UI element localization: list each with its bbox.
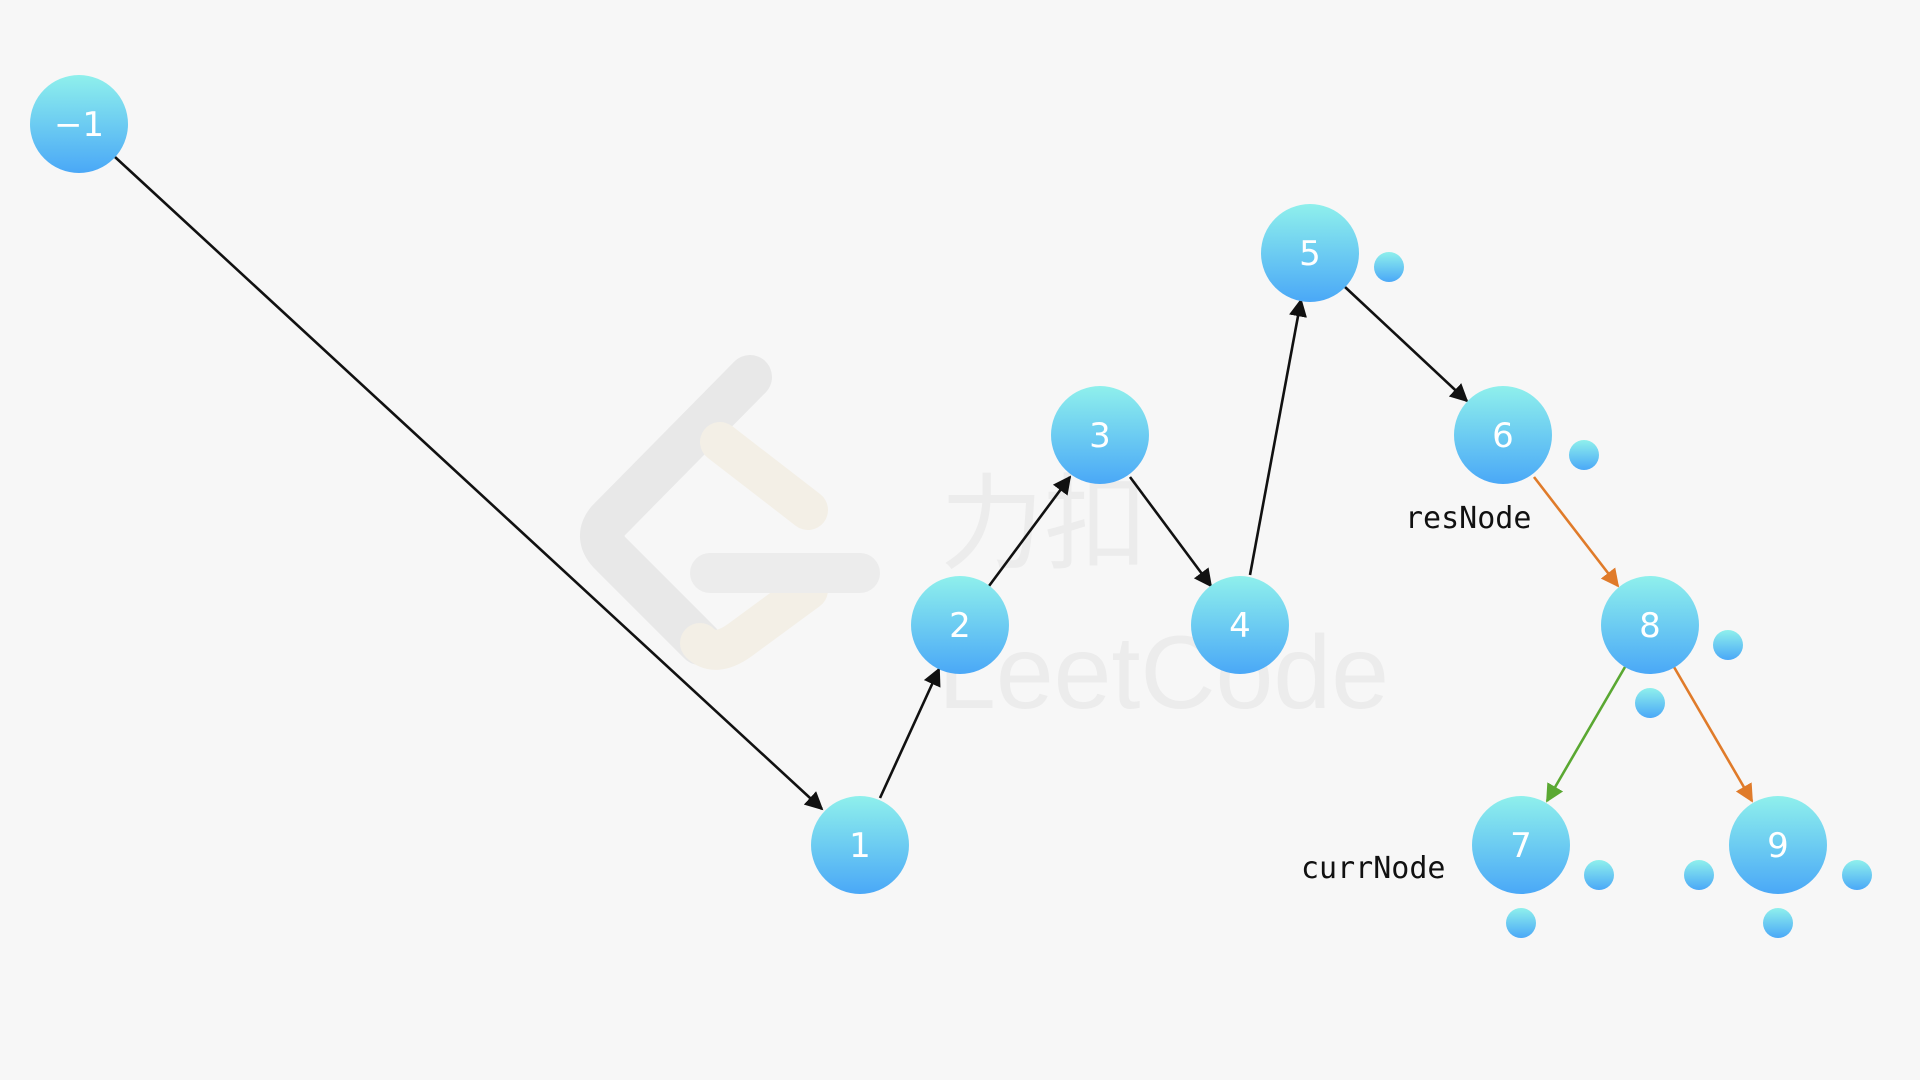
- null-dot: [1584, 860, 1614, 890]
- node-value: 9: [1767, 826, 1789, 866]
- edge-minus1-to-1: [114, 156, 824, 811]
- watermark-brand-en: LeetCode: [938, 615, 1389, 731]
- null-dot: [1842, 860, 1872, 890]
- tree-node-1: 1: [811, 796, 909, 894]
- null-dot: [1763, 908, 1793, 938]
- null-dot: [1506, 908, 1536, 938]
- curr-node-label: currNode: [1301, 851, 1446, 886]
- edge-2-to-3: [987, 475, 1072, 587]
- null-dots: [1374, 252, 1872, 938]
- tree-node-2: 2: [911, 576, 1009, 674]
- null-dot: [1635, 688, 1665, 718]
- null-dot: [1684, 860, 1714, 890]
- watermark-brand-cn: 力扣: [940, 467, 1148, 583]
- node-value: 3: [1089, 416, 1111, 456]
- null-dot: [1713, 630, 1743, 660]
- edge-1-to-2: [878, 667, 941, 799]
- node-value: −1: [54, 105, 104, 145]
- edge-8-to-9: [1672, 666, 1754, 803]
- tree-node-4: 4: [1191, 576, 1289, 674]
- tree-node-8: 8: [1601, 576, 1699, 674]
- leetcode-logo-icon: [580, 355, 880, 670]
- tree-node-5: 5: [1261, 204, 1359, 302]
- node-value: 5: [1299, 234, 1321, 274]
- nodes-layer: −1 1 2 3 4 5 6 7: [30, 75, 1827, 894]
- tree-node-6: 6: [1454, 386, 1552, 484]
- edge-3-to-4: [1128, 476, 1213, 588]
- res-node-label: resNode: [1405, 501, 1531, 536]
- tree-node-9: 9: [1729, 796, 1827, 894]
- leetcode-watermark: 力扣 LeetCode: [580, 355, 1389, 731]
- node-value: 2: [949, 606, 971, 646]
- edge-8-to-7: [1545, 666, 1627, 803]
- node-value: 4: [1229, 606, 1251, 646]
- tree-node-3: 3: [1051, 386, 1149, 484]
- tree-node-7: 7: [1472, 796, 1570, 894]
- node-value: 1: [849, 826, 871, 866]
- edge-4-to-5: [1248, 298, 1307, 576]
- node-value: 6: [1492, 416, 1514, 456]
- edge-6-to-8: [1532, 476, 1620, 588]
- node-value: 8: [1639, 606, 1661, 646]
- null-dot: [1569, 440, 1599, 470]
- edges-layer: [114, 156, 1754, 811]
- tree-node-minus-1: −1: [30, 75, 128, 173]
- node-value: 7: [1510, 826, 1532, 866]
- null-dot: [1374, 252, 1404, 282]
- edge-5-to-6: [1344, 286, 1469, 403]
